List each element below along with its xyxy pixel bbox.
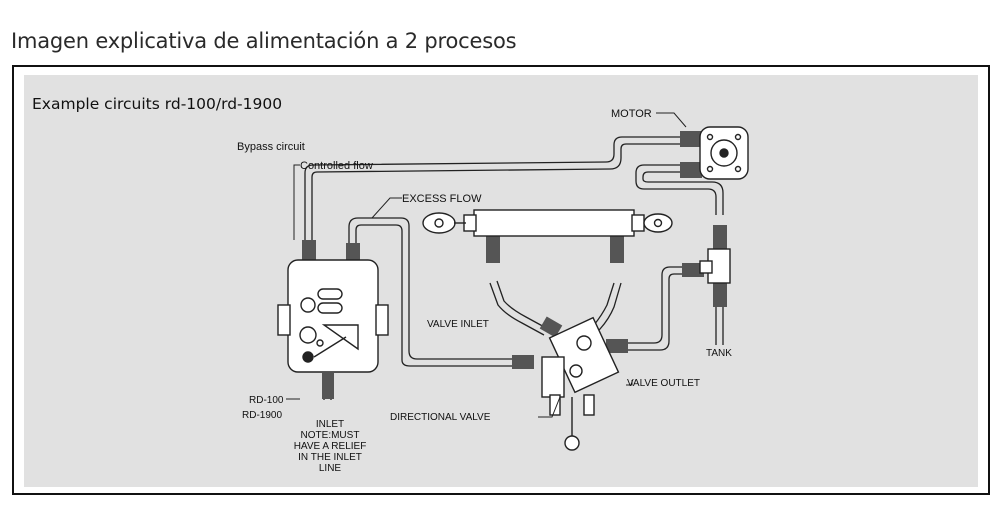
label-valve-inlet: VALVE INLET: [427, 319, 489, 330]
directional-valve: [541, 316, 620, 451]
label-bypass-circuit: Bypass circuit: [237, 141, 305, 153]
page-title: Imagen explicativa de alimentación a 2 p…: [11, 29, 517, 53]
diagram-panel: Example circuits rd-100/rd-1900: [24, 75, 978, 487]
hydraulic-circuit-diagram: MOTOR Bypass circuit Controlled flow EXC…: [237, 108, 749, 474]
diagram-heading: Example circuits rd-100/rd-1900: [32, 95, 283, 113]
diagram-frame: Example circuits rd-100/rd-1900: [12, 65, 990, 495]
flow-divider-rd100: [277, 259, 389, 373]
tank-tee: [699, 248, 731, 284]
label-controlled-flow: Controlled flow: [300, 160, 373, 172]
label-tank: TANK: [706, 348, 732, 359]
hose-cylinder-a: [489, 280, 549, 336]
label-motor: MOTOR: [611, 108, 652, 120]
label-rd100: RD-100: [249, 395, 284, 406]
motor: [699, 126, 749, 180]
fittings: [302, 131, 727, 399]
hose-controlled-flow: [304, 136, 700, 240]
inlet-note-line: IN THE INLET: [298, 452, 362, 463]
label-valve-outlet: VALVE OUTLET: [627, 378, 700, 389]
hydraulic-cylinder: [422, 209, 673, 237]
hose-valve-outlet: [626, 266, 684, 351]
hose-motor-return: [635, 164, 724, 215]
label-directional-valve: DIRECTIONAL VALVE: [390, 412, 491, 423]
hose-tank: [715, 305, 724, 345]
inlet-note-line: INLET: [316, 419, 344, 430]
inlet-note-line: LINE: [319, 463, 342, 474]
label-rd1900: RD-1900: [242, 410, 282, 421]
label-excess-flow: EXCESS FLOW: [402, 193, 482, 205]
leader-lines: [286, 112, 687, 418]
inlet-note-line: HAVE A RELIEF: [294, 441, 367, 452]
hose-excess-flow: [348, 217, 512, 367]
inlet-note-line: NOTE:MUST: [301, 430, 360, 441]
label-inlet-note: INLET NOTE:MUST HAVE A RELIEF IN THE INL…: [294, 419, 367, 474]
